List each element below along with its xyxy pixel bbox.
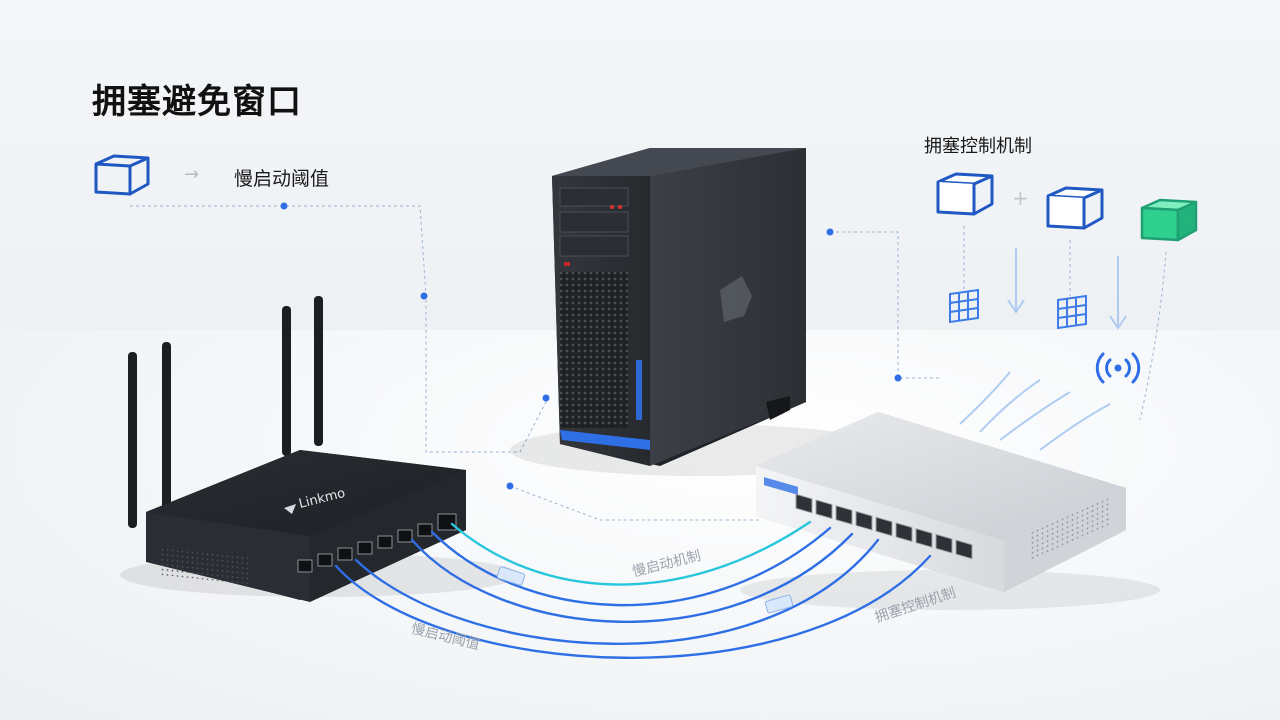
flow-arrows bbox=[959, 248, 1127, 451]
arrow-right-icon: → bbox=[184, 164, 200, 185]
grid-icon bbox=[949, 288, 979, 324]
router: Linkmo bbox=[128, 296, 466, 602]
ethernet-cables bbox=[334, 520, 932, 659]
grid-icon bbox=[1057, 294, 1087, 330]
cube-outline-icon bbox=[1046, 186, 1104, 230]
dashed-connectors bbox=[130, 205, 1167, 521]
wireless-signal-icon bbox=[1095, 352, 1141, 384]
cube-filled-green-icon bbox=[1140, 198, 1198, 242]
cube-outline-icon bbox=[936, 172, 994, 216]
connector-dots bbox=[280, 202, 902, 490]
congestion-control-title: 拥塞控制机制 bbox=[924, 136, 1032, 157]
cable-connectors bbox=[496, 566, 794, 614]
slow-start-threshold-label: 慢启动阈值 bbox=[234, 168, 330, 190]
tower-pc bbox=[552, 148, 806, 466]
page-title: 拥塞避免窗口 bbox=[92, 82, 302, 122]
network-switch bbox=[756, 412, 1126, 592]
plus-icon: + bbox=[1012, 186, 1029, 210]
cube-outline-icon bbox=[94, 154, 150, 196]
